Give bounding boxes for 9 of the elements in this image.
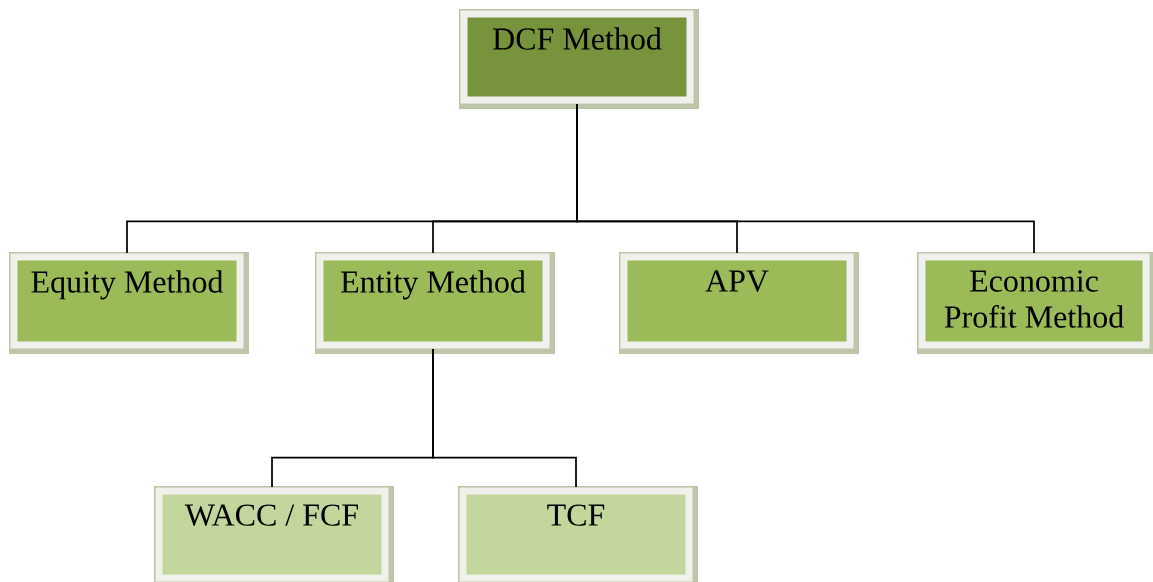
process-box: TCF bbox=[458, 486, 698, 582]
process-box: Economic Profit Method bbox=[917, 252, 1153, 354]
connector-line bbox=[432, 348, 577, 488]
connector-line bbox=[576, 103, 1035, 254]
process-box: Equity Method bbox=[9, 252, 249, 354]
process-box: WACC / FCF bbox=[154, 486, 394, 582]
process-box: Entity Method bbox=[315, 252, 555, 354]
process-box: DCF Method bbox=[459, 9, 699, 109]
process-box: APV bbox=[619, 252, 859, 354]
